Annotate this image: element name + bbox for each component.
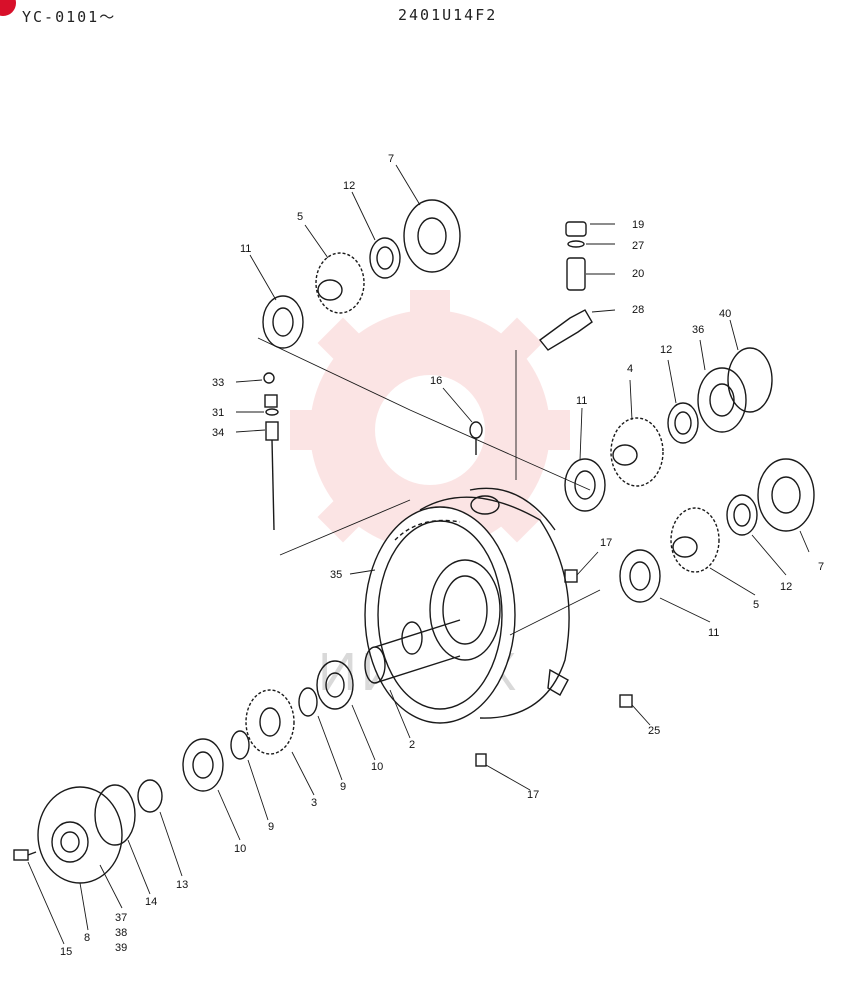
cover-8	[37, 786, 123, 884]
bearing-12-lower	[726, 494, 758, 536]
dipstick-part	[263, 372, 279, 531]
label-11-top: 11	[240, 243, 251, 255]
label-35: 35	[330, 569, 342, 581]
eye-bolt-16	[469, 421, 483, 455]
cover-7-top	[403, 199, 461, 273]
label-5-top: 5	[297, 211, 303, 223]
elbow-28	[538, 309, 593, 351]
label-12-top: 12	[343, 180, 355, 192]
label-17-bottom: 17	[527, 789, 539, 801]
cover-36	[697, 367, 747, 433]
washer-9-mid	[298, 687, 318, 717]
label-15: 15	[60, 946, 72, 958]
seal-13	[137, 779, 163, 813]
plug-17-right	[564, 569, 578, 583]
label-10-mid: 10	[371, 761, 383, 773]
cover-7-right	[757, 458, 815, 532]
breather-cap-19	[565, 221, 587, 237]
label-2: 2	[409, 739, 415, 751]
label-25: 25	[648, 725, 660, 737]
seal-ring-27	[567, 240, 585, 248]
label-37: 37	[115, 912, 127, 924]
label-13: 13	[176, 879, 188, 891]
label-39: 39	[115, 942, 127, 954]
label-40: 40	[719, 308, 731, 320]
label-10-low: 10	[234, 843, 246, 855]
label-7-right: 7	[818, 561, 824, 573]
label-34: 34	[212, 427, 224, 439]
label-4: 4	[627, 363, 633, 375]
bolt-15	[13, 849, 37, 861]
corner-badge	[0, 0, 16, 16]
label-36: 36	[692, 324, 704, 336]
plug-25	[619, 694, 633, 708]
label-33: 33	[212, 377, 224, 389]
gear-4	[610, 417, 664, 487]
label-20: 20	[632, 268, 644, 280]
bearing-11-lower	[619, 549, 661, 603]
callout-labels: 7 12 5 11 19 27 20 28 40 36 12 4 33 16 1…	[60, 153, 824, 958]
label-12-lower: 12	[780, 581, 792, 593]
label-3: 3	[311, 797, 317, 809]
bearing-11-mid	[564, 458, 606, 512]
leader-lines	[27, 164, 810, 945]
label-11-lower: 11	[708, 627, 719, 639]
bearing-12-top	[369, 237, 401, 279]
bearing-12-right	[667, 402, 699, 444]
label-9-mid: 9	[340, 781, 346, 793]
housing-part	[364, 487, 570, 724]
shaft-part	[364, 619, 461, 684]
label-17-right: 17	[600, 537, 612, 549]
label-14: 14	[145, 896, 157, 908]
label-38: 38	[115, 927, 127, 939]
gear-3	[245, 689, 295, 755]
part-number: 2401U14F2	[398, 6, 498, 24]
o-ring-40	[727, 347, 773, 413]
washer-9-low	[230, 730, 250, 760]
label-16: 16	[430, 375, 442, 387]
label-11-mid: 11	[576, 395, 587, 407]
label-12-right: 12	[660, 344, 672, 356]
plug-17-bottom	[475, 753, 487, 767]
label-27: 27	[632, 240, 644, 252]
label-8: 8	[84, 932, 90, 944]
label-9-low: 9	[268, 821, 274, 833]
gear-5-lower	[670, 507, 720, 573]
gear-5-top	[315, 252, 365, 314]
label-19: 19	[632, 219, 644, 231]
o-ring-14	[94, 784, 136, 846]
label-28: 28	[632, 304, 644, 316]
model-code: YC-0101～	[22, 8, 117, 26]
label-7-top: 7	[388, 153, 394, 165]
bearing-10-low	[182, 738, 224, 792]
label-31: 31	[212, 407, 224, 419]
bearing-10-mid	[316, 660, 354, 710]
nipple-20	[566, 257, 586, 291]
bearing-11-top	[262, 295, 304, 349]
label-5-lower: 5	[753, 599, 759, 611]
